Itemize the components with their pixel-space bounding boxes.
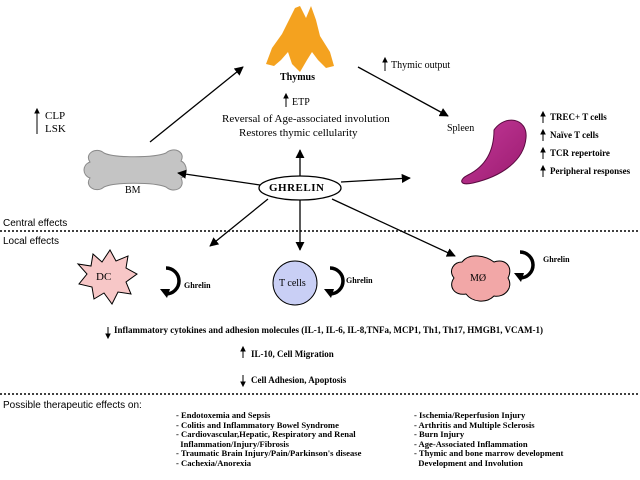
list-item: - Colitis and Inflammatory Bowel Syndrom…: [176, 419, 339, 430]
list-item: Development and Involution: [414, 457, 523, 468]
ghrelin-label: GHRELIN: [269, 182, 325, 194]
spleen-graphic: [461, 119, 527, 185]
spleen-label: Spleen: [447, 123, 475, 134]
therapeutic-title: Possible therapeutic effects on:: [3, 400, 142, 411]
etp-label: ETP: [292, 97, 310, 108]
loop-mo: [519, 250, 535, 280]
spleen-effect: TREC+ T cells: [550, 112, 607, 122]
tcell-circle: [272, 260, 318, 306]
thymic-output-label: Thymic output: [391, 60, 451, 71]
list-item: - Burn Injury: [414, 429, 465, 440]
list-item: - Thymic and bone marrow development: [414, 448, 564, 459]
arrows: [149, 66, 456, 257]
list-item: - Traumatic Brain Injury/Pain/Parkinson'…: [176, 448, 362, 459]
dc-star: [76, 249, 138, 305]
ghrelin-tag-tcells: Ghrelin: [346, 276, 373, 285]
list-item: - Age-Associated Inflammation: [414, 438, 528, 449]
clp-label: CLP: [45, 110, 66, 122]
tcells-label: T cells: [279, 278, 306, 289]
list-item: - Cardiovascular,Hepatic, Respiratory an…: [176, 429, 356, 440]
spleen-effect: Naïve T cells: [550, 130, 599, 140]
local-effects-label: Local effects: [3, 236, 59, 247]
arrow-to-macrophage: [331, 198, 456, 257]
arrow-to-spleen: [340, 173, 411, 184]
arrow-bm-to-thymus: [149, 66, 244, 143]
il10-label: IL-10, Cell Migration: [251, 349, 334, 359]
cellularity-label: Restores thymic cellularity: [239, 127, 358, 139]
list-item: - Cachexia/Anorexia: [176, 457, 252, 468]
arrow-thymus-to-spleen: [357, 66, 449, 117]
inflammatory-label: Inflammatory cytokines and adhesion mole…: [114, 325, 544, 335]
loop-tcells: [329, 266, 345, 296]
ghrelin-loop-arrows: [165, 250, 535, 296]
spleen-effect: Peripheral responses: [550, 166, 631, 176]
list-item: Inflammation/Injury/Fibrosis: [176, 438, 290, 449]
thymus-label: Thymus: [280, 72, 316, 83]
ghrelin-tag-mo: Ghrelin: [543, 255, 570, 264]
involution-label: Reversal of Age-associated involution: [222, 113, 390, 125]
central-effects-label: Central effects: [3, 218, 68, 229]
dc-label: DC: [96, 271, 112, 283]
list-item: - Endotoxemia and Sepsis: [176, 410, 271, 420]
small-arrows: [34, 56, 546, 388]
ghrelin-tag-dc: Ghrelin: [184, 281, 211, 290]
macrophage-blob: [451, 255, 511, 302]
therapeutic-list-left: - Endotoxemia and Sepsis - Colitis and I…: [176, 410, 362, 469]
therapeutic-list-right: - Ischemia/Reperfusion Injury - Arthriti…: [414, 410, 564, 469]
spleen-effect: TCR repertoire: [550, 148, 610, 158]
arrow-to-bm: [177, 169, 261, 186]
list-item: - Ischemia/Reperfusion Injury: [414, 410, 526, 420]
loop-dc: [165, 266, 181, 296]
bm-label: BM: [125, 185, 141, 196]
arrow-to-dc: [209, 198, 269, 247]
thymus-graphic: [266, 6, 334, 72]
list-item: - Arthritis and Multiple Sclerosis: [414, 419, 535, 430]
mo-label: MØ: [470, 273, 487, 284]
lsk-label: LSK: [45, 123, 66, 135]
adhesion-label: Cell Adhesion, Apoptosis: [251, 375, 347, 385]
